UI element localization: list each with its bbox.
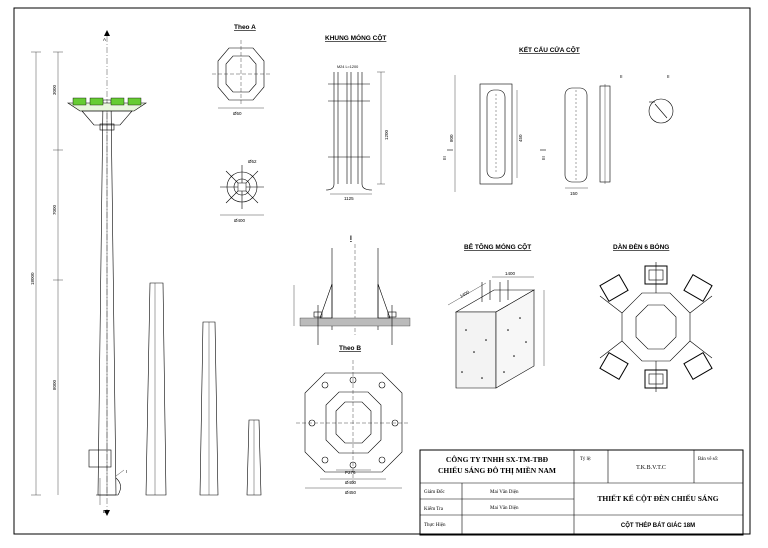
svg-text:A: A	[103, 37, 106, 42]
sheet-border	[13, 7, 751, 535]
concrete-width-dim: 1400	[505, 271, 516, 276]
drawing-subtitle: CỘT THÉP BÁT GIÁC 18M	[621, 521, 695, 529]
theo-b-title: Theo B	[339, 345, 361, 352]
ty-le-label: Tỷ lệ:	[580, 457, 591, 462]
base-inner-dim: P276	[345, 470, 356, 475]
pole-mid-dim: 7000	[52, 204, 57, 215]
theo-a-view	[212, 40, 270, 109]
dan-den-6-bong-title: DÀN ĐÈN 6 BÓNG	[613, 242, 669, 251]
be-tong-mong-cot-title: BÊ TÔNG MÓNG CỘT	[464, 242, 531, 251]
pole-sections	[145, 282, 262, 496]
flange-a-dim: Ø50	[233, 111, 242, 116]
pole-bottom-dim: 8000	[52, 379, 57, 390]
lamp-array-view	[599, 262, 713, 392]
kiem-tra-label: Kiểm Tra	[424, 506, 444, 512]
giam-doc-label: Giám Đốc	[424, 490, 445, 495]
pole-elevation: A B I	[31, 30, 147, 516]
svg-text:B: B	[103, 509, 106, 514]
kiem-tra-name: Mai Văn Diện	[490, 506, 519, 511]
ket-cau-cua-cot-title: KẾT CẤU CỬA CỘT	[519, 44, 580, 54]
cage-h-dim: 1200	[384, 129, 389, 140]
base-outer-dim: Ø400	[345, 480, 357, 485]
giam-doc-name: Mai Văn Diện	[490, 490, 519, 495]
flange-b-dim: Ø400	[234, 218, 246, 223]
bolt-dim: M24 L=1200	[337, 65, 358, 69]
concrete-depth-dim: 1400	[459, 289, 471, 299]
door-h-dim: 800	[449, 134, 454, 142]
cage-w-dim: 1125	[344, 196, 354, 201]
detail-ii-label-2: II	[667, 74, 670, 79]
flange-c-dim: Ø52	[248, 159, 257, 164]
drawing-code: T.K.B.V.T.C	[636, 465, 666, 471]
svg-text:I: I	[126, 469, 127, 474]
detail-i-view	[293, 244, 411, 345]
pole-total-dim: 18000	[30, 272, 35, 285]
section-iii-right: III	[541, 156, 546, 160]
khung-mong-cot-title: KHUNG MÓNG CỘT	[325, 33, 386, 42]
door-section-dim: 450	[518, 134, 523, 142]
pole-top-dim: 3000	[52, 84, 57, 95]
lamp-cluster	[67, 97, 147, 131]
base-plate-dim: Ø450	[345, 490, 357, 495]
detail-i-title: I	[350, 235, 352, 242]
anchor-cage-view	[325, 71, 385, 195]
drawing-title: THIẾT KẾ CỘT ĐÈN CHIẾU SÁNG	[597, 493, 718, 503]
title-block-frame	[419, 449, 744, 536]
section-iii-left: III	[442, 156, 447, 160]
theo-b-view	[296, 360, 410, 489]
flange-ring-view	[220, 165, 264, 216]
company-line-2: CHIẾU SÁNG ĐÔ THỊ MIỀN NAM	[438, 465, 556, 475]
ban-ve-so-label: Bản vẽ số:	[698, 457, 718, 462]
detail-ii-label: II	[620, 74, 623, 79]
company-line-1: CÔNG TY TNHH SX-TM-TBĐ	[446, 454, 549, 464]
concrete-foundation-view	[447, 276, 545, 389]
theo-a-title: Theo A	[234, 24, 256, 31]
door-structure-view	[447, 75, 674, 192]
door-w-dim: 150	[570, 191, 578, 196]
thuc-hien-label: Thực Hiện	[424, 523, 446, 528]
